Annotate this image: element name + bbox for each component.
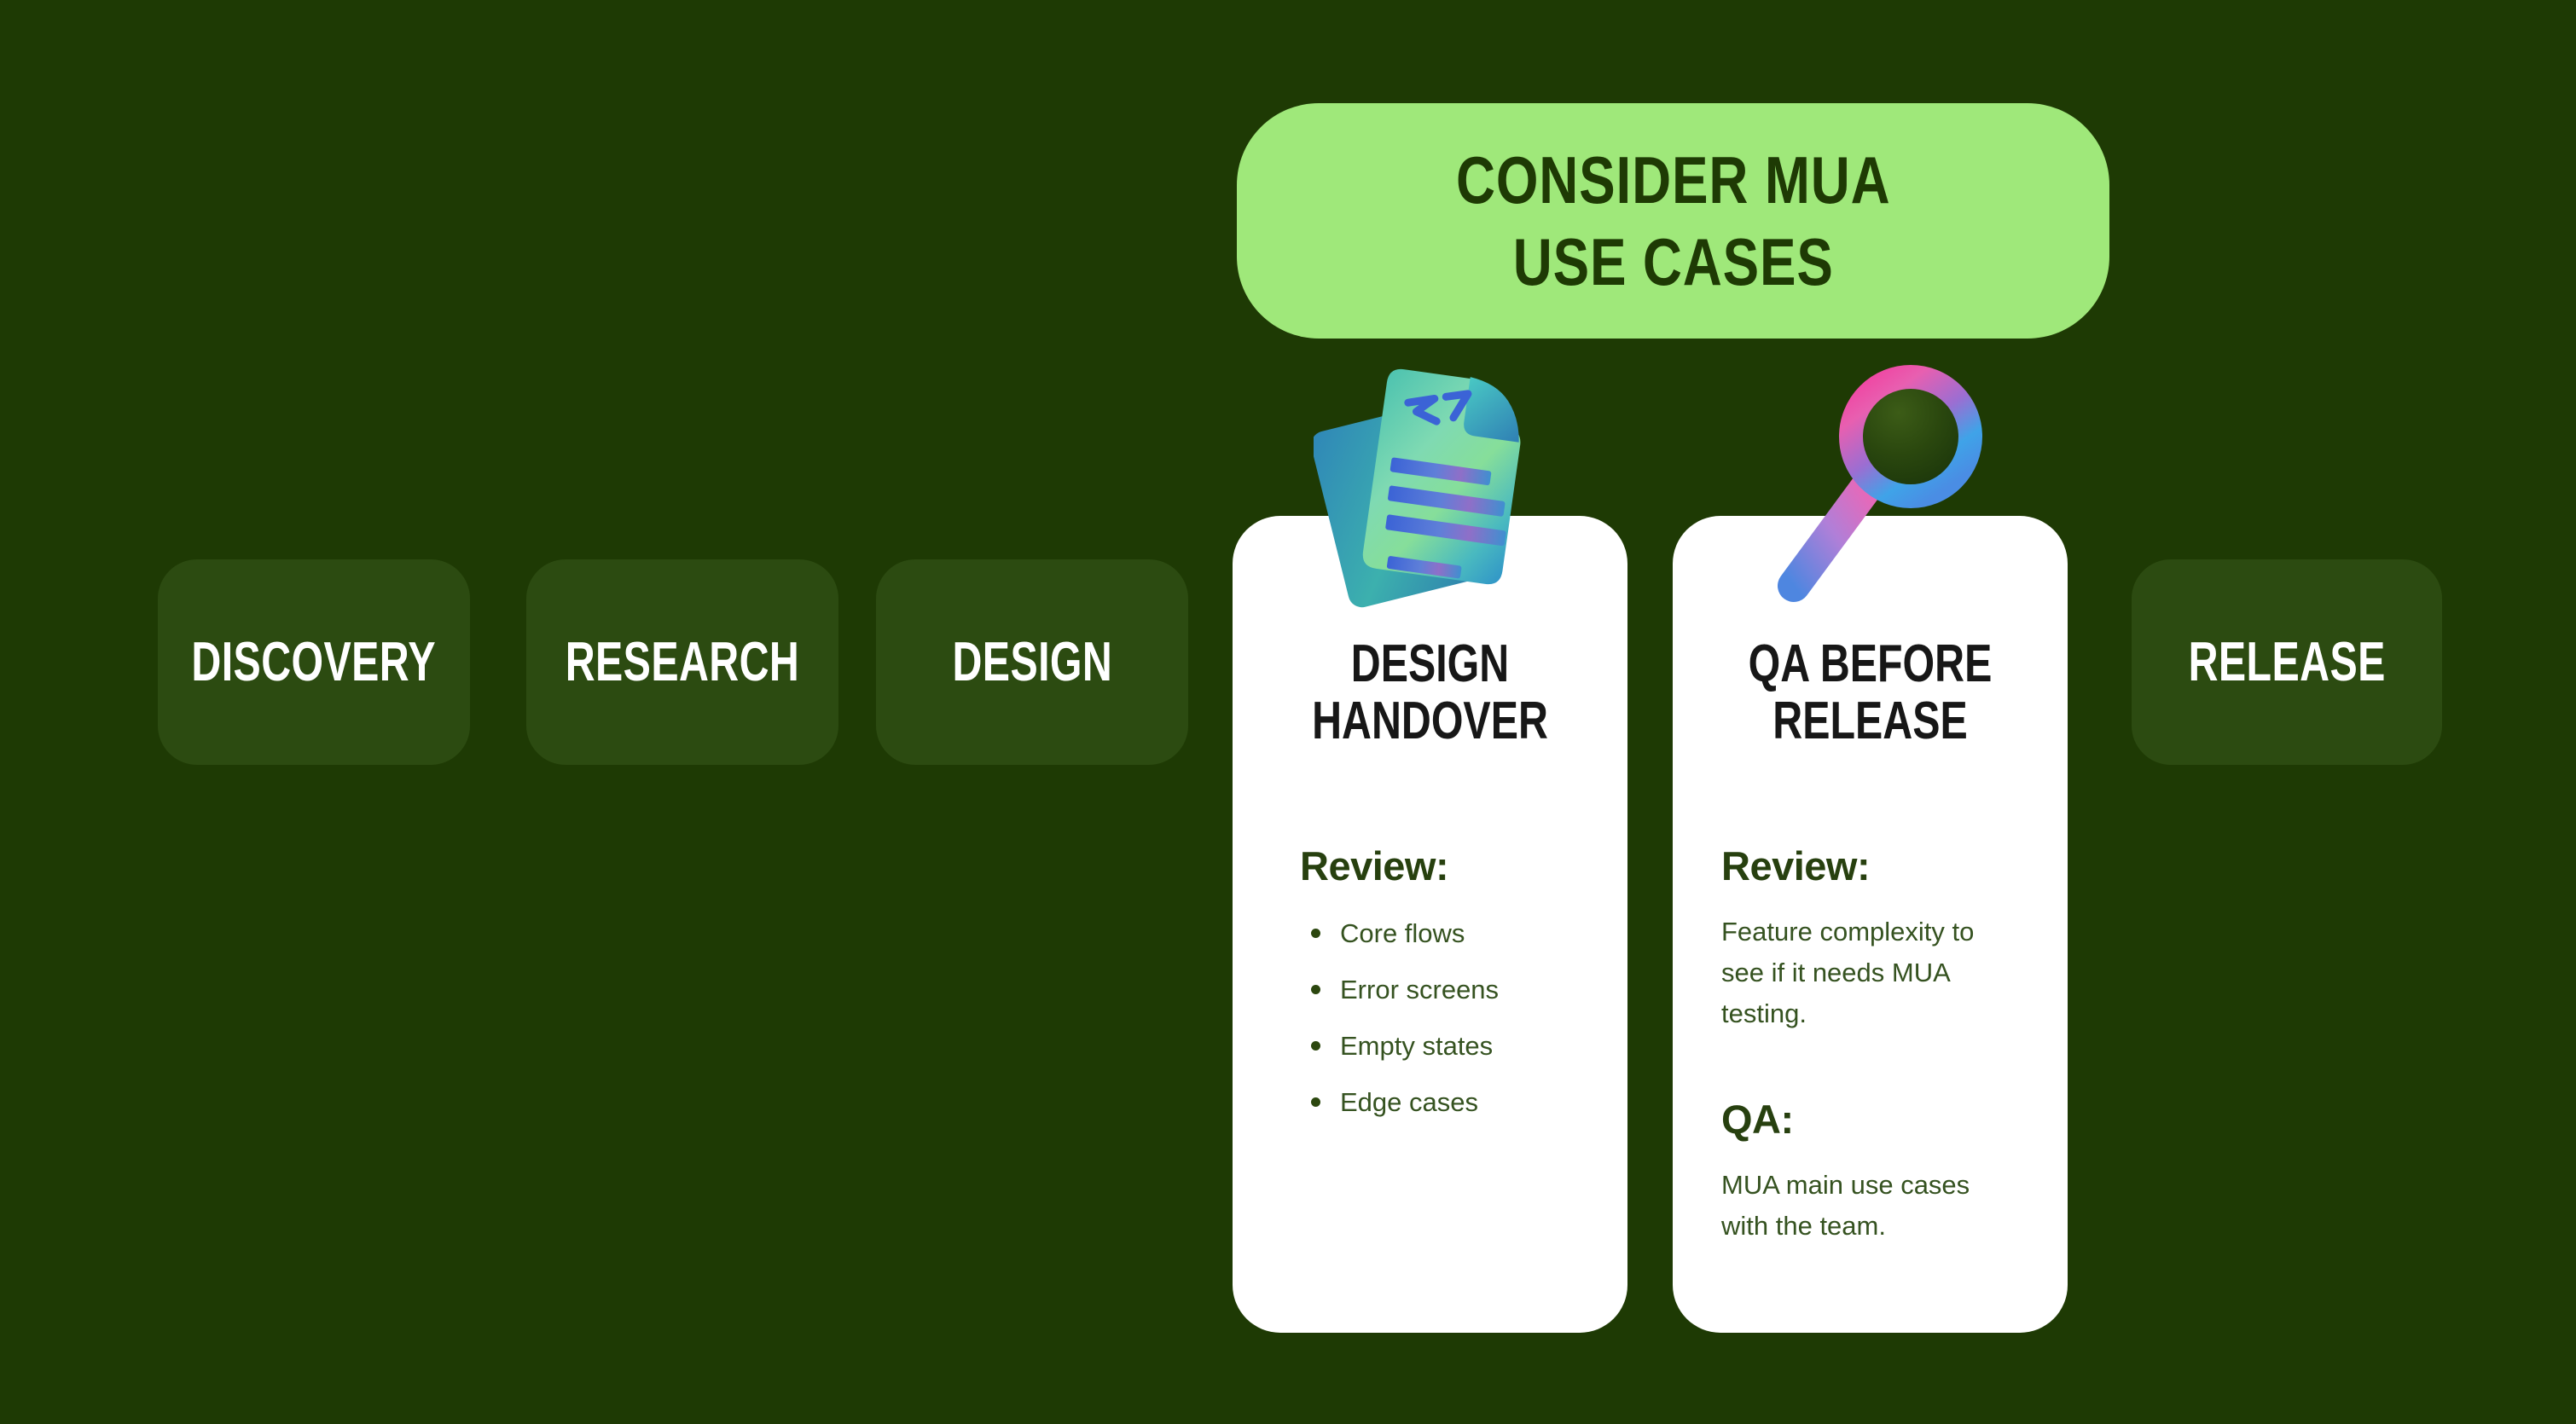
- body-line: with the team.: [1721, 1211, 1886, 1241]
- section-heading: Review:: [1721, 843, 1871, 889]
- document-icon: [1314, 368, 1521, 608]
- section-heading: Review:: [1300, 843, 1449, 889]
- body-line: MUA main use cases: [1721, 1170, 1970, 1200]
- bullet-item: Edge cases: [1300, 1089, 1604, 1116]
- stage-pill-release: RELEASE: [2132, 559, 2442, 765]
- card-body: Review: Feature complexity to see if it …: [1721, 842, 2034, 1247]
- body-line: testing.: [1721, 999, 1807, 1028]
- card-title: DESIGN HANDOVER: [1276, 635, 1584, 750]
- card-title-line: DESIGN: [1350, 634, 1510, 693]
- card-title: QA BEFORE RELEASE: [1716, 635, 2024, 750]
- card-qa-before-release: QA BEFORE RELEASE Review: Feature comple…: [1673, 516, 2068, 1333]
- stage-pill-design: DESIGN: [876, 559, 1188, 765]
- section-heading: QA:: [1721, 1097, 1794, 1142]
- banner-line: CONSIDER MUA: [1455, 142, 1891, 217]
- banner-consider-mua: CONSIDER MUA USE CASES: [1237, 103, 2109, 339]
- pill-label: DESIGN: [952, 631, 1112, 693]
- card-body: Review: Core flows Error screens Empty s…: [1300, 842, 1604, 1145]
- pill-label: RELEASE: [2188, 631, 2386, 693]
- bullet-item: Error screens: [1300, 976, 1604, 1004]
- magnifying-glass-icon: [1778, 365, 1982, 602]
- bullet-item: Empty states: [1300, 1033, 1604, 1060]
- pill-label: DISCOVERY: [191, 631, 437, 693]
- section-text: Feature complexity to see if it needs MU…: [1721, 912, 2034, 1034]
- pill-label: RESEARCH: [565, 631, 800, 693]
- section-review: Review: Feature complexity to see if it …: [1721, 842, 2034, 1034]
- section-text: MUA main use cases with the team.: [1721, 1165, 2034, 1247]
- review-bullet-list: Core flows Error screens Empty states Ed…: [1300, 920, 1604, 1116]
- card-design-handover: DESIGN HANDOVER Review: Core flows Error…: [1233, 516, 1627, 1333]
- card-title-line: HANDOVER: [1312, 692, 1548, 750]
- section-qa: QA: MUA main use cases with the team.: [1721, 1096, 2034, 1247]
- body-line: Feature complexity to: [1721, 917, 1975, 946]
- card-title-line: RELEASE: [1772, 692, 1968, 750]
- stage-pill-research: RESEARCH: [526, 559, 838, 765]
- section-review: Review: Core flows Error screens Empty s…: [1300, 842, 1604, 1116]
- bullet-item: Core flows: [1300, 920, 1604, 947]
- body-line: see if it needs MUA: [1721, 958, 1951, 987]
- banner-line: USE CASES: [1512, 224, 1834, 299]
- card-title-line: QA BEFORE: [1748, 634, 1993, 693]
- stage-pill-discovery: DISCOVERY: [158, 559, 470, 765]
- banner-text: CONSIDER MUA USE CASES: [1456, 139, 1891, 302]
